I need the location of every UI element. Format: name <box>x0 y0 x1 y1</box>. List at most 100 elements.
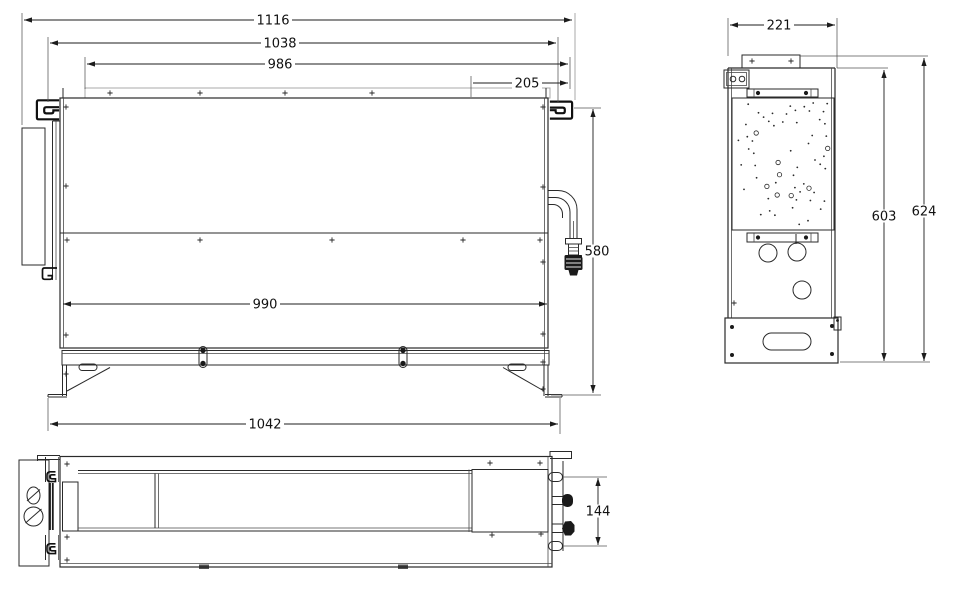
panel-hole-dot <box>822 110 825 113</box>
side-dimensions: 221 603 624 <box>727 18 939 363</box>
panel-hole-dot <box>807 142 810 145</box>
hanger-plate <box>741 54 801 69</box>
refrigerant-pipes <box>548 190 583 276</box>
panel-hole-dot <box>767 197 770 200</box>
panel-hole-dot <box>755 176 758 179</box>
drain-hole <box>792 280 812 300</box>
panel-hole-dot <box>798 223 801 226</box>
panel-hole-dot <box>740 164 743 166</box>
panel-hole-dot <box>751 140 754 142</box>
panel-hole-dot <box>825 145 831 151</box>
panel-hole-dot <box>737 139 740 142</box>
side-bottom-box <box>724 316 842 364</box>
panel-hole-dot <box>823 155 825 158</box>
panel-hole-dot <box>794 109 797 112</box>
pipe-hole <box>758 243 778 263</box>
panel-hole-dot <box>803 105 806 108</box>
panel-hole-dot <box>811 134 814 137</box>
clamp-strip-bottom <box>746 232 819 243</box>
dim-hanger-spacing: 1038 <box>50 36 556 52</box>
panel-hole-dot <box>789 105 792 107</box>
left-hanger-hook-icon <box>35 99 60 121</box>
screw-marks <box>62 89 547 393</box>
dim-depth: 221 <box>730 18 835 34</box>
pipe-stub-gas <box>552 494 573 507</box>
panel-hole-dot <box>812 102 815 104</box>
side-panel-dots <box>737 102 831 226</box>
panel-hole-dot <box>775 159 781 166</box>
panel-hole-dot <box>747 103 750 106</box>
mount-slot <box>548 472 563 482</box>
bottom-view: 144 <box>18 451 613 569</box>
pipe-hole <box>787 242 807 262</box>
panel-hole-dot <box>823 200 826 203</box>
rail-clip <box>198 346 208 368</box>
bottom-rail <box>61 346 550 371</box>
panel-hole-dot <box>795 121 798 124</box>
dim-overall-width: 1116 <box>24 13 572 29</box>
panel-hole-dot <box>746 135 749 138</box>
right-leg <box>502 365 563 398</box>
panel-hole-dot <box>747 148 750 150</box>
panel-hole-dot <box>781 121 784 123</box>
dim-body-width: 990 <box>63 297 547 313</box>
dim-label: 1116 <box>256 14 289 29</box>
panel-hole-dot <box>807 219 809 222</box>
side-bracket <box>723 69 750 89</box>
dim-label: 1038 <box>263 37 296 52</box>
electrical-box <box>471 469 549 533</box>
bottom-dimensions: 144 <box>563 476 613 547</box>
dim-label: 580 <box>585 245 610 260</box>
panel-hole-dot <box>788 193 794 199</box>
dim-unit-height: 580 <box>582 109 612 393</box>
dim-label: 221 <box>767 19 792 34</box>
panel-hole-dot <box>774 192 780 198</box>
bottom-body <box>18 451 575 569</box>
dim-label: 1042 <box>248 418 281 433</box>
panel-hole-dot <box>771 112 774 115</box>
panel-hole-dot <box>767 120 770 123</box>
panel-hole-dot <box>743 188 745 191</box>
right-hanger-hook-icon <box>549 100 574 120</box>
panel-hole-dot <box>768 210 771 212</box>
dim-pipe-spacing: 144 <box>583 478 613 545</box>
top-flange <box>84 87 551 99</box>
panel-hole-dot <box>814 159 816 161</box>
front-body <box>21 87 583 398</box>
dim-foot-spacing: 1042 <box>50 417 558 433</box>
dim-flange-width: 986 <box>87 57 568 73</box>
front-panel <box>59 97 549 349</box>
panel-hole-dot <box>759 213 762 216</box>
panel-hole-dot <box>785 113 788 115</box>
panel-hole-dot <box>808 110 811 112</box>
bottom-clip-icon <box>46 542 57 555</box>
panel-hole-dot <box>825 135 828 138</box>
panel-hole-dot <box>792 174 795 177</box>
left-bottom-clip-icon <box>41 267 57 281</box>
hand-slot <box>762 332 812 351</box>
front-dimensions: 1116 1038 986 205 <box>21 13 612 434</box>
side-view: 221 603 624 <box>723 18 939 364</box>
panel-hole-dot <box>795 199 798 201</box>
panel-hole-dot <box>818 118 821 121</box>
dim-label: 144 <box>586 505 611 520</box>
panel-hole-dot <box>774 181 777 184</box>
dim-label: 624 <box>912 205 937 220</box>
panel-hole-dot <box>791 206 794 209</box>
side-body <box>723 54 842 364</box>
panel-hole-dot <box>774 214 776 217</box>
panel-hole-dot <box>757 111 760 114</box>
left-plenum <box>21 120 60 281</box>
dim-flange-offset: 205 <box>473 76 568 92</box>
side-mounting-panel <box>731 97 835 231</box>
panel-hole-dot <box>824 122 826 125</box>
dim-label: 990 <box>253 298 278 313</box>
dim-label: 986 <box>268 58 293 73</box>
panel-hole-dot <box>753 130 759 136</box>
dim-label: 205 <box>515 77 540 92</box>
panel-hole-dot <box>809 199 812 202</box>
left-leg <box>47 365 111 398</box>
left-inner-panel <box>62 481 79 532</box>
right-flange <box>549 451 572 459</box>
